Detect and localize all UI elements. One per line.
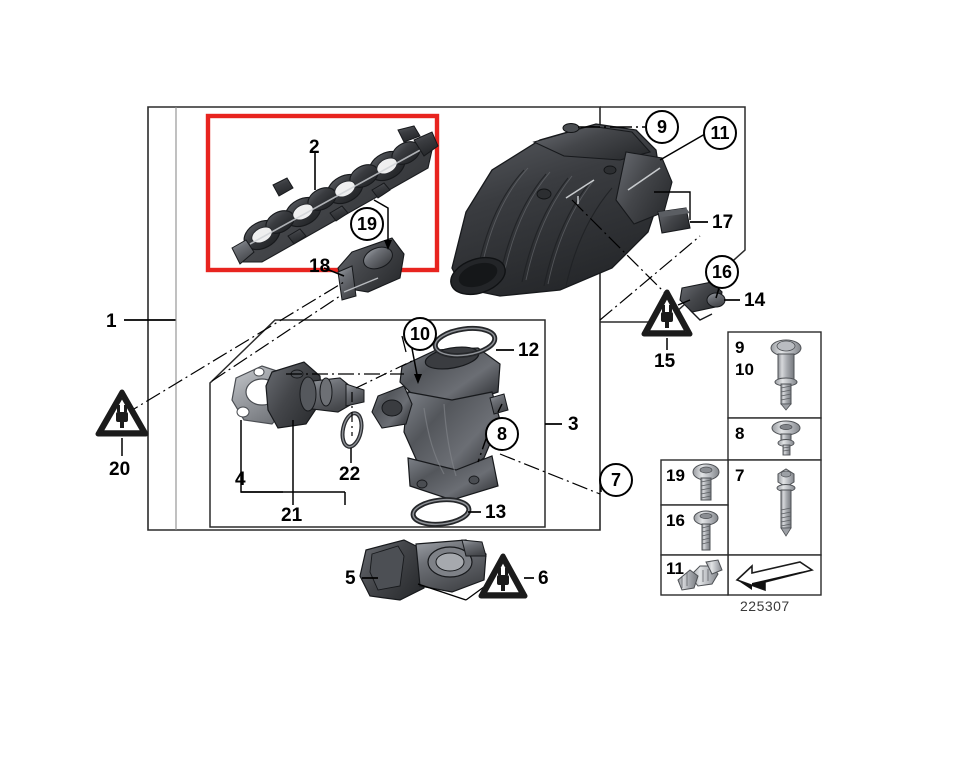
leader-line-18 <box>323 267 345 277</box>
frame-group-1 <box>147 106 601 531</box>
warning-triangle-20-icon <box>95 389 149 437</box>
legend-label-7: 7 <box>735 466 745 485</box>
callout-18: 18 <box>309 256 331 277</box>
legend-icon-flange-bolt-long <box>770 339 802 411</box>
callout-6: 6 <box>538 568 549 589</box>
part-swirl-flap-runner <box>231 125 439 265</box>
leader-line-22 <box>344 448 352 505</box>
part-throttle-body <box>371 346 509 501</box>
leader-line-20 <box>121 281 345 456</box>
legend-icon-direction-arrow <box>735 561 814 592</box>
leader-line-21 <box>241 420 345 505</box>
callout-14: 14 <box>744 290 766 311</box>
legend-boxes <box>660 331 822 596</box>
legend-icon-hose-clamp <box>677 559 723 591</box>
legend-icon-long-hex-bolt <box>776 468 796 537</box>
callout-17: 17 <box>712 212 734 233</box>
legend-icon-pan-head-screw-slim <box>693 510 719 551</box>
legend-label-11: 11 <box>666 559 684 578</box>
legend-label-10: 10 <box>735 360 754 379</box>
callout-circle-19: 19 <box>350 207 384 241</box>
leader-dashdot-group3 <box>286 359 415 436</box>
highlight-box <box>205 113 440 273</box>
part-o-ring-13 <box>410 497 472 527</box>
callout-12: 12 <box>518 340 540 361</box>
part-o-ring-12 <box>432 325 498 359</box>
leader-line-14-16 <box>571 199 701 321</box>
leader-line-15 <box>666 299 691 350</box>
callout-circle-7: 7 <box>599 463 633 497</box>
callout-22: 22 <box>339 464 361 485</box>
legend-label-9: 9 <box>735 338 745 357</box>
part-intake-manifold <box>450 123 673 297</box>
leader-line-11 <box>659 133 706 161</box>
frame-intake-manifold <box>600 106 746 323</box>
callout-circle-8: 8 <box>485 417 519 451</box>
part-throttle-body-5 <box>359 539 487 601</box>
legend-label-19: 19 <box>666 466 685 485</box>
callout-4: 4 <box>235 469 246 490</box>
callout-2: 2 <box>309 137 320 158</box>
callout-15: 15 <box>654 351 676 372</box>
callout-5: 5 <box>345 568 356 589</box>
warning-triangle-15-icon <box>641 289 693 337</box>
leader-line-1 <box>124 107 177 530</box>
callout-13: 13 <box>485 502 507 523</box>
legend-icon-collar-screw-short <box>771 420 801 456</box>
callout-3: 3 <box>568 414 579 435</box>
callout-circle-10: 10 <box>403 317 437 351</box>
part-actuator-18 <box>337 237 405 301</box>
part-o-ring-22 <box>340 411 364 449</box>
legend-label-8: 8 <box>735 424 745 443</box>
callout-21: 21 <box>281 505 303 526</box>
warning-triangle-6-icon <box>478 553 528 599</box>
legend-icon-pan-head-screw <box>692 463 720 501</box>
leader-line-19 <box>373 199 392 250</box>
part-sensor-17 <box>657 207 691 234</box>
callout-1: 1 <box>106 311 117 332</box>
callout-circle-11: 11 <box>703 116 737 150</box>
legend-label-16: 16 <box>666 511 685 530</box>
leader-line-17 <box>654 191 708 223</box>
callout-circle-9: 9 <box>645 110 679 144</box>
callout-circle-16: 16 <box>705 255 739 289</box>
part-egr-valve <box>265 361 365 429</box>
diagram-id: 225307 <box>740 598 790 614</box>
callout-20: 20 <box>109 459 131 480</box>
